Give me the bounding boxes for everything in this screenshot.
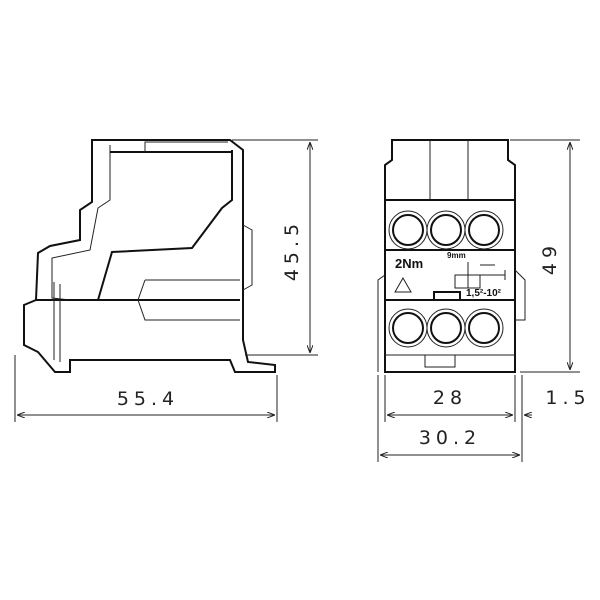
dimension-side-width: 55.4	[14, 355, 278, 422]
dimension-side-height: 45.5	[232, 139, 318, 356]
warning-triangle-icon	[394, 276, 412, 293]
side-width-label: 55.4	[117, 388, 179, 410]
top-terminal-holes	[388, 210, 504, 250]
cross-section-label: 1,5²-10²	[466, 288, 502, 299]
front-width-outer-label: 30.2	[419, 427, 481, 449]
dimension-front-height: 49	[510, 139, 580, 373]
dimension-front-width-inner: 28	[384, 375, 516, 422]
front-width-inner-label: 28	[433, 387, 467, 409]
torque-label: 2Nm	[395, 256, 423, 271]
rail-offset-label: 1.5	[545, 387, 590, 409]
marker-slot	[433, 291, 461, 301]
side-height-label: 45.5	[281, 219, 303, 281]
bottom-terminal-holes	[388, 308, 504, 348]
front-view: 2Nm 9mm 1,5²-10²	[377, 139, 526, 373]
front-height-label: 49	[539, 241, 561, 275]
strip-length-symbol	[454, 262, 506, 289]
dimension-rail-offset: 1.5	[521, 375, 590, 462]
strip-length-label: 9mm	[447, 251, 466, 260]
side-view	[23, 139, 276, 373]
dimension-front-width-outer: 30.2	[377, 375, 520, 462]
